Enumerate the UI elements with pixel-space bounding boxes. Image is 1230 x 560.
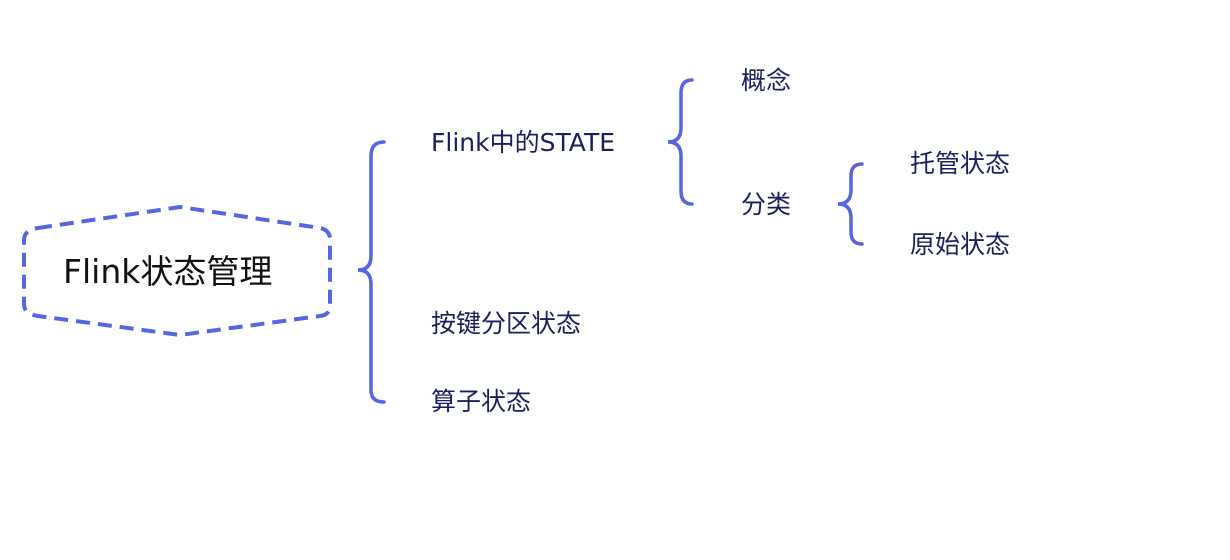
node-operator-state[interactable]: 算子状态 xyxy=(431,387,532,416)
root-brace xyxy=(357,140,386,404)
state-brace xyxy=(667,78,694,206)
node-category[interactable]: 分类 xyxy=(741,190,792,219)
node-raw-state[interactable]: 原始状态 xyxy=(910,230,1011,259)
node-concept[interactable]: 概念 xyxy=(741,66,792,95)
node-flink-state[interactable]: Flink中的STATE xyxy=(431,128,616,157)
root-node-outline[interactable] xyxy=(22,205,332,337)
root-node-label[interactable]: Flink状态管理 xyxy=(63,252,273,291)
node-keyed-state[interactable]: 按键分区状态 xyxy=(431,309,582,338)
category-brace xyxy=(837,162,864,246)
node-managed-state[interactable]: 托管状态 xyxy=(910,149,1011,178)
